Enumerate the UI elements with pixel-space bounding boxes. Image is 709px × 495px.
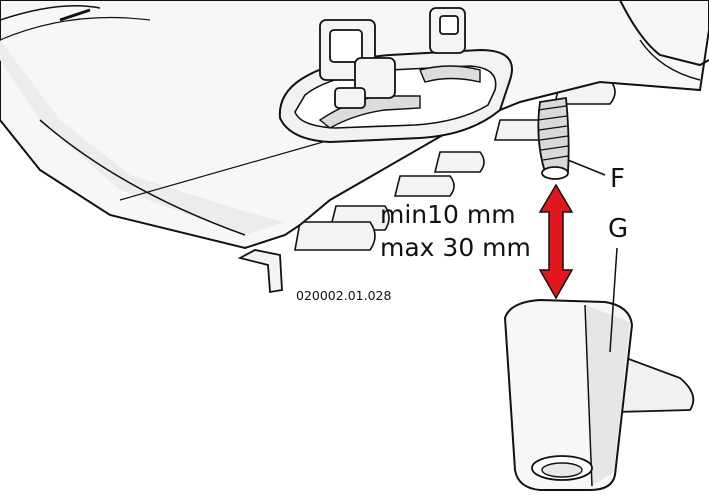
- fitting-recess: [278, 7, 513, 144]
- valve-fitting: [319, 7, 466, 109]
- label-f: F: [610, 164, 625, 194]
- hose-f: [537, 96, 606, 180]
- dimension-min-label: min10 mm: [380, 200, 516, 229]
- figure-reference: 020002.01.028: [296, 288, 391, 303]
- drain-cup-g: [503, 247, 695, 491]
- dimension-max-label: max 30 mm: [380, 233, 531, 262]
- label-g: G: [608, 214, 628, 244]
- dimension-arrow: [538, 183, 574, 300]
